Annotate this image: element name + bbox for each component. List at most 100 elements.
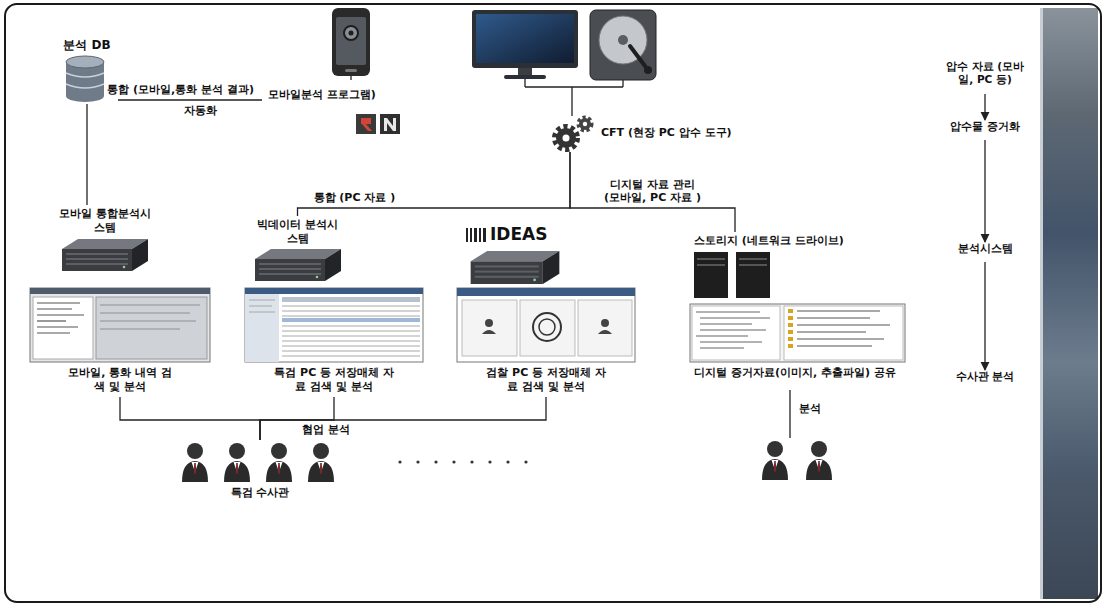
node-label: 특검 수사관 bbox=[165, 486, 355, 500]
monitor-icon bbox=[518, 68, 532, 75]
screenshot bbox=[249, 306, 272, 307]
screenshot bbox=[37, 314, 84, 315]
screenshot bbox=[788, 316, 793, 320]
screenshot bbox=[37, 302, 80, 303]
screenshot bbox=[30, 288, 210, 362]
hard-disk-icon bbox=[590, 10, 656, 80]
ellipsis-dots bbox=[416, 460, 419, 463]
phone-icon bbox=[332, 8, 370, 76]
screenshot bbox=[100, 321, 196, 322]
screenshot bbox=[282, 316, 420, 317]
screenshot bbox=[37, 332, 70, 333]
investigator-icons bbox=[182, 443, 334, 482]
server-icon bbox=[62, 239, 148, 271]
screenshot bbox=[282, 336, 420, 337]
connector bbox=[118, 99, 262, 100]
connector bbox=[86, 104, 87, 205]
monitor-icon bbox=[472, 10, 578, 79]
program-icons bbox=[361, 118, 372, 131]
phone-icon bbox=[344, 26, 358, 40]
program-icons bbox=[384, 118, 396, 131]
screenshot bbox=[797, 324, 890, 325]
tool-box: CFT (현장 PC 압수 도구) bbox=[545, 116, 738, 152]
connector bbox=[570, 152, 735, 232]
program-icons bbox=[356, 114, 400, 134]
screenshot bbox=[797, 310, 880, 311]
screen-box: 특검 PC 등 저장매체 자료 검색 및 분석 bbox=[243, 285, 425, 397]
screenshot bbox=[282, 311, 420, 312]
screenshot bbox=[249, 300, 275, 301]
screen-box: 모바일, 통화 내역 검색 및 분석 bbox=[28, 285, 212, 397]
side-bar bbox=[1040, 8, 1098, 599]
screenshot bbox=[245, 288, 423, 294]
monitor-icon bbox=[472, 10, 578, 68]
hard-disk-icon bbox=[590, 10, 656, 80]
free-label: 분석 bbox=[797, 402, 823, 416]
screenshot bbox=[797, 317, 870, 318]
node-label: 수사관 분석 bbox=[935, 370, 1035, 383]
gear-icon bbox=[583, 122, 587, 126]
screenshot bbox=[282, 326, 420, 327]
storage-icon bbox=[739, 258, 767, 260]
program-icons bbox=[380, 114, 400, 134]
node-label: 모바일, 통화 내역 검색 및 분석 bbox=[64, 366, 176, 394]
ellipsis-dots bbox=[524, 460, 527, 463]
database-icon bbox=[66, 56, 104, 68]
screenshot bbox=[457, 288, 635, 362]
program-box: 모바일분석 프로그램) bbox=[262, 80, 412, 140]
screenshot bbox=[788, 309, 793, 348]
screenshot bbox=[30, 288, 210, 362]
screenshot bbox=[788, 344, 793, 348]
screenshot bbox=[37, 308, 72, 309]
gear-icon bbox=[579, 118, 592, 131]
screenshot bbox=[788, 323, 793, 327]
screenshot bbox=[100, 305, 200, 329]
ellipsis-dots bbox=[488, 460, 491, 463]
investigator-icons bbox=[806, 441, 832, 480]
screenshot bbox=[598, 330, 612, 334]
ideas-logo-bars bbox=[466, 228, 486, 242]
screenshot bbox=[700, 347, 744, 348]
storage-icon bbox=[697, 264, 725, 266]
step-text: 압수물 증거화 bbox=[935, 120, 1035, 140]
screenshot bbox=[37, 320, 66, 321]
screenshot bbox=[245, 288, 423, 362]
screenshot bbox=[457, 288, 635, 296]
connector bbox=[298, 152, 571, 216]
storage-icon bbox=[694, 252, 728, 298]
ellipsis-dots bbox=[398, 460, 401, 463]
screenshot bbox=[700, 323, 752, 324]
hard-disk-icon bbox=[618, 35, 628, 45]
database-icon bbox=[66, 84, 104, 88]
connector bbox=[984, 262, 985, 370]
frame bbox=[5, 4, 1101, 602]
screenshot bbox=[696, 312, 770, 348]
ideas-logo-bars bbox=[479, 228, 481, 242]
screenshot bbox=[245, 294, 279, 362]
screenshot bbox=[282, 297, 420, 302]
screenshot bbox=[282, 341, 420, 342]
screenshot bbox=[696, 311, 760, 312]
screenshot bbox=[797, 311, 890, 346]
node-label: 압수 자료 (모바일, PC 등) bbox=[941, 60, 1029, 86]
screenshot bbox=[797, 345, 872, 346]
gear-icon bbox=[579, 118, 591, 130]
storage-icon bbox=[694, 252, 770, 298]
free-label: 협업 분석 bbox=[300, 423, 352, 437]
phone-icon bbox=[349, 31, 354, 36]
screenshot bbox=[37, 326, 78, 327]
screenshot bbox=[578, 300, 632, 356]
hard-disk-icon bbox=[644, 66, 652, 74]
screenshot bbox=[100, 329, 180, 330]
screenshot bbox=[788, 330, 793, 334]
investigator-icons bbox=[762, 441, 832, 480]
server-icon bbox=[255, 249, 341, 281]
screenshot bbox=[482, 330, 496, 334]
edge-label: 통합 (모바일,통화 분석 결과) bbox=[105, 83, 256, 97]
side-bar bbox=[1040, 8, 1098, 599]
screenshot bbox=[33, 297, 93, 359]
storage-icon bbox=[697, 258, 725, 260]
hard-disk-icon bbox=[630, 46, 648, 70]
screenshot bbox=[788, 309, 793, 313]
